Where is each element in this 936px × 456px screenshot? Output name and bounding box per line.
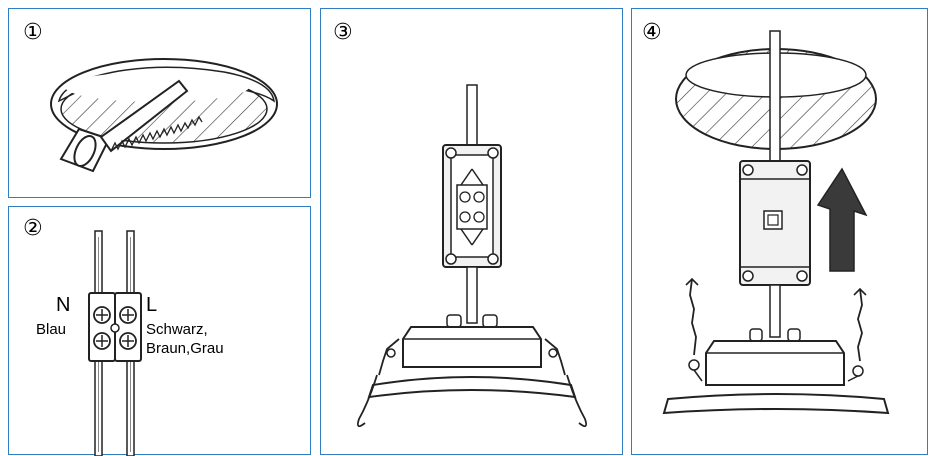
neutral-letter: N [56, 294, 70, 316]
neutral-color-label: Blau [36, 321, 66, 338]
junction-box-icon [442, 144, 502, 268]
step-1-panel: ① [8, 8, 311, 198]
step-number: ② [23, 216, 43, 241]
live-color-label-line1: Schwarz, [146, 321, 208, 338]
step-3-illustration: ③ [333, 20, 588, 428]
terminal-block-icon [88, 230, 142, 456]
step-number: ③ [333, 20, 353, 45]
downlight-icon [356, 314, 588, 428]
up-arrow-icon [816, 167, 868, 272]
step-number: ④ [642, 20, 662, 45]
step-3-panel: ③ [320, 8, 623, 455]
saw-icon [59, 79, 203, 173]
step-2-illustration: ② N Blau L Schwarz, Bra [23, 216, 224, 456]
live-color-label-line2: Braun,Grau [146, 340, 224, 357]
step-number: ① [23, 20, 43, 45]
step-4-panel: ④ [631, 8, 928, 455]
downlight-icon [662, 277, 890, 415]
step-2-panel: ② N Blau L Schwarz, Bra [8, 206, 311, 456]
step-1-illustration: ① [23, 20, 278, 173]
step-4-illustration: ④ [642, 20, 890, 415]
live-letter: L [146, 294, 157, 316]
junction-box-icon [739, 160, 811, 286]
